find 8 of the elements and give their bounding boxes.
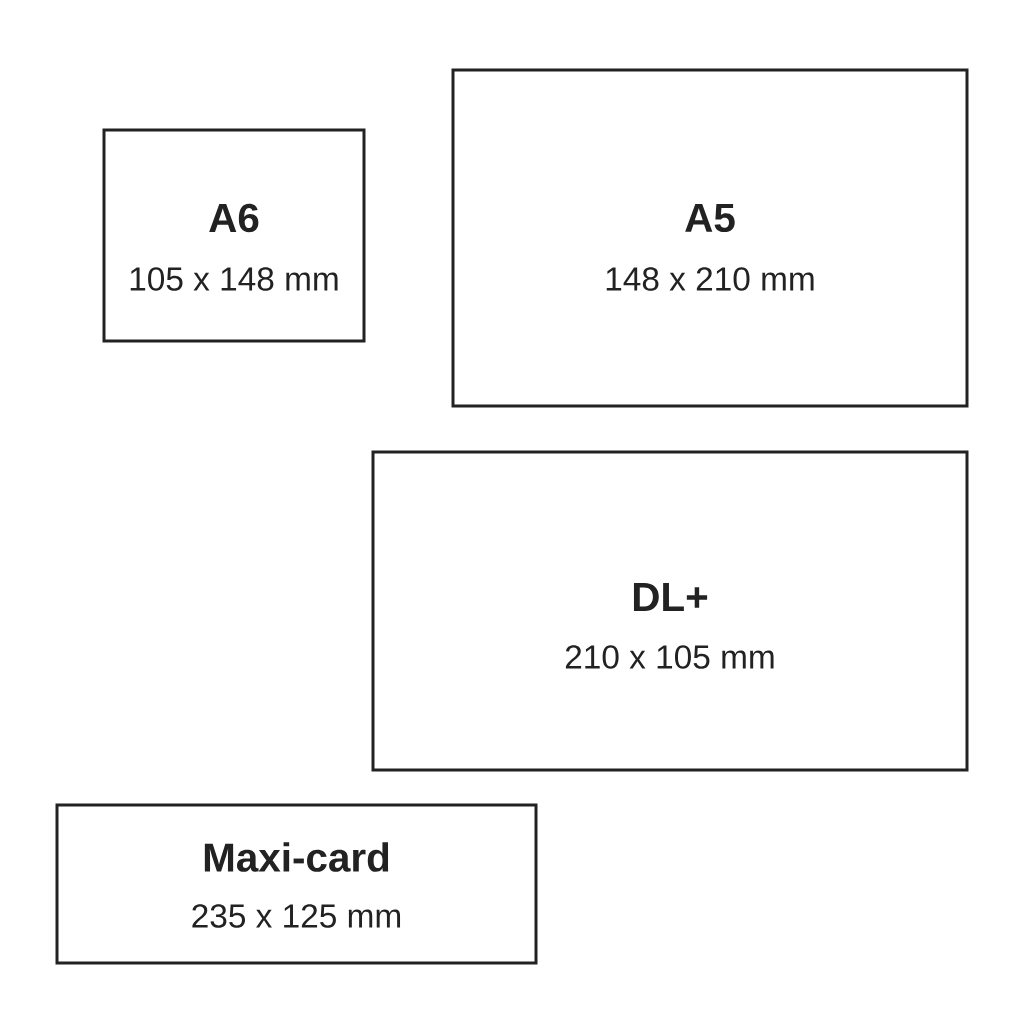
size-dimensions: 235 x 125 mm bbox=[192, 904, 400, 928]
size-dimensions: 148 x 210 mm bbox=[606, 267, 814, 291]
size-dimensions: 105 x 148 mm bbox=[130, 267, 338, 291]
size-name: DL+ bbox=[633, 583, 708, 611]
size-dimensions: 210 x 105 mm bbox=[565, 645, 774, 669]
size-name: Maxi-card bbox=[204, 842, 389, 872]
size-name: A6 bbox=[209, 203, 259, 233]
size-name: A5 bbox=[685, 203, 735, 233]
